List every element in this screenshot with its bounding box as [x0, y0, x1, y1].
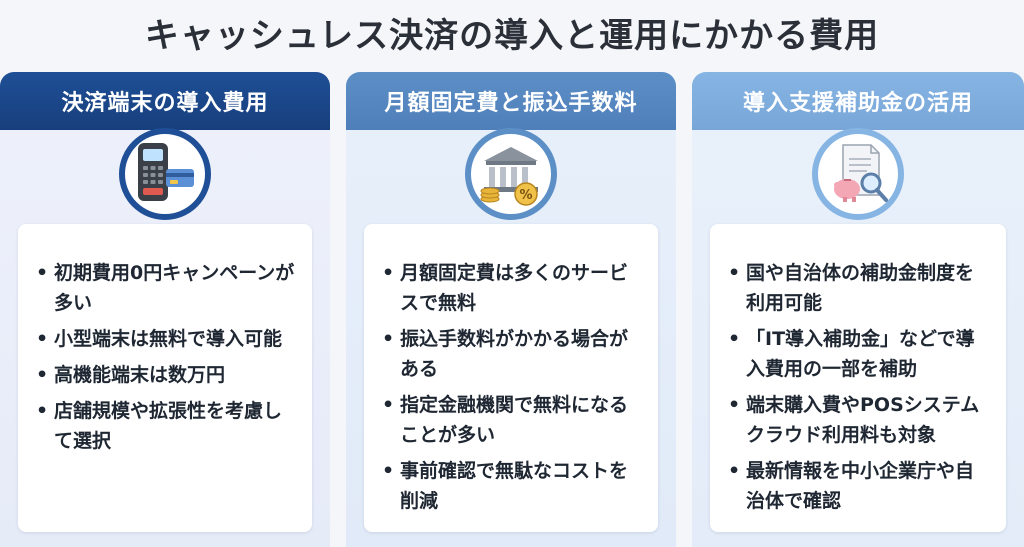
card-items-panel: 国や自治体の補助金制度を利用可能 「IT導入補助金」などで導入費用の一部を補助 …: [710, 224, 1006, 532]
bullet-list: 初期費用0円キャンペーンが多い 小型端末は無料で導入可能 高機能端末は数万円 店…: [36, 258, 298, 456]
card-items-panel: 初期費用0円キャンペーンが多い 小型端末は無料で導入可能 高機能端末は数万円 店…: [18, 224, 312, 532]
list-item: 指定金融機関で無料になることが多い: [382, 390, 644, 450]
bank-coins-icon: %: [465, 128, 557, 220]
subsidy-document-icon: [812, 128, 904, 220]
bullet-list: 月額固定費は多くのサービスで無料 振込手数料がかかる場合がある 指定金融機関で無…: [382, 258, 644, 516]
list-item: 店舗規模や拡張性を考慮して選択: [36, 396, 298, 456]
card-terminal-icon: [119, 128, 211, 220]
card-terminal-cost: 決済端末の導入費用 初期費用0円キャンペーンが多い 小型端末は無料で導入可能: [0, 72, 330, 547]
card-items-panel: 月額固定費は多くのサービスで無料 振込手数料がかかる場合がある 指定金融機関で無…: [364, 224, 658, 532]
list-item: 月額固定費は多くのサービスで無料: [382, 258, 644, 318]
page-title: キャッシュレス決済の導入と運用にかかる費用: [144, 16, 880, 56]
list-item: 高機能端末は数万円: [36, 360, 298, 390]
list-item: 端末購入費やPOSシステムクラウド利用料も対象: [728, 390, 992, 450]
card-heading: 導入支援補助金の活用: [692, 72, 1024, 130]
list-item: 小型端末は無料で導入可能: [36, 324, 298, 354]
svg-text:%: %: [519, 188, 532, 203]
list-item: 「IT導入補助金」などで導入費用の一部を補助: [728, 324, 992, 384]
list-item: 初期費用0円キャンペーンが多い: [36, 258, 298, 318]
card-subsidy: 導入支援補助金の活用 国や自治体の補助金制度を利用可能 「IT導入補助金」などで…: [692, 72, 1024, 547]
list-item: 振込手数料がかかる場合がある: [382, 324, 644, 384]
card-heading: 月額固定費と振込手数料: [346, 72, 676, 130]
list-item: 事前確認で無駄なコストを削減: [382, 456, 644, 516]
list-item: 最新情報を中小企業庁や自治体で確認: [728, 456, 992, 516]
list-item: 国や自治体の補助金制度を利用可能: [728, 258, 992, 318]
cost-cards: 決済端末の導入費用 初期費用0円キャンペーンが多い 小型端末は無料で導入可能: [0, 72, 1024, 547]
sparkle-icon: [970, 495, 1000, 525]
bullet-list: 国や自治体の補助金制度を利用可能 「IT導入補助金」などで導入費用の一部を補助 …: [728, 258, 992, 516]
card-monthly-fees: 月額固定費と振込手数料 % 月額固定費は多くのサービスで無料 振込手数: [346, 72, 676, 547]
card-heading: 決済端末の導入費用: [0, 72, 330, 130]
